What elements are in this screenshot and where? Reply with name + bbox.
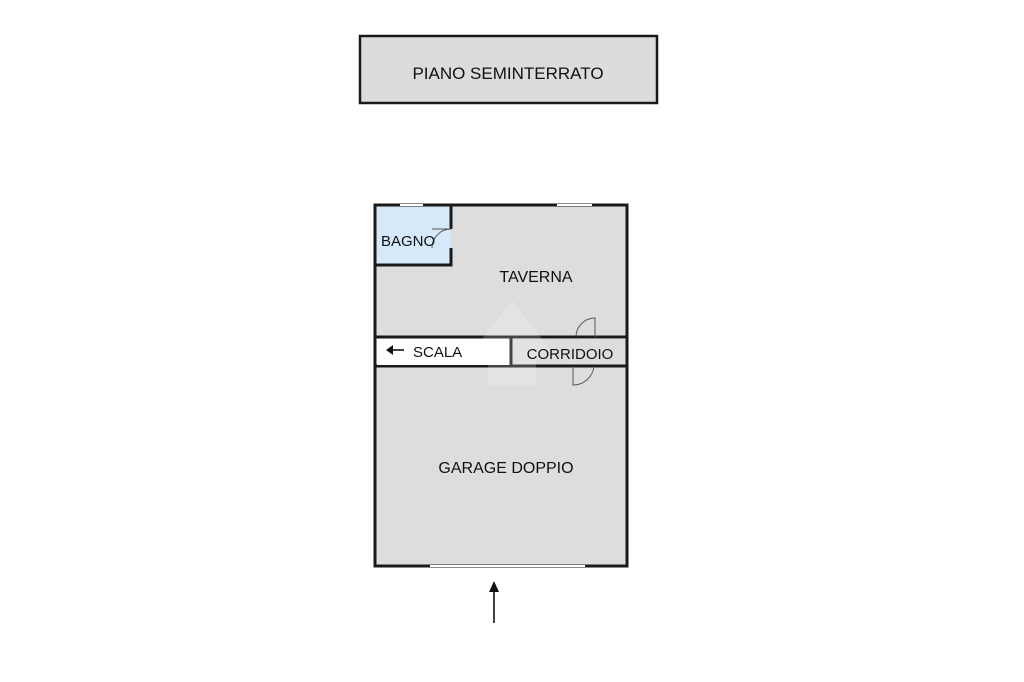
arrow-left-icon	[386, 345, 404, 355]
corridoio-label: CORRIDOIO	[527, 346, 614, 363]
taverna-label: TAVERNA	[499, 269, 573, 286]
garage-room	[376, 367, 626, 565]
corridoio-door-bottom	[572, 365, 595, 386]
floor-title-box: PIANO SEMINTERRATO	[358, 34, 659, 105]
building-footprint	[373, 203, 629, 568]
scala-stair	[377, 339, 510, 365]
corridoio-door-top	[575, 317, 596, 338]
corridoio-room	[511, 339, 626, 366]
garage-label: GARAGE DOPPIO	[438, 460, 573, 477]
floor-title: PIANO SEMINTERRATO	[412, 64, 603, 83]
house-logo-icon	[472, 300, 552, 385]
scala-label: SCALA	[413, 344, 462, 361]
bagno-label: BAGNO	[381, 233, 435, 250]
arrow-up-icon	[489, 581, 499, 623]
bagno-wall	[376, 206, 453, 267]
